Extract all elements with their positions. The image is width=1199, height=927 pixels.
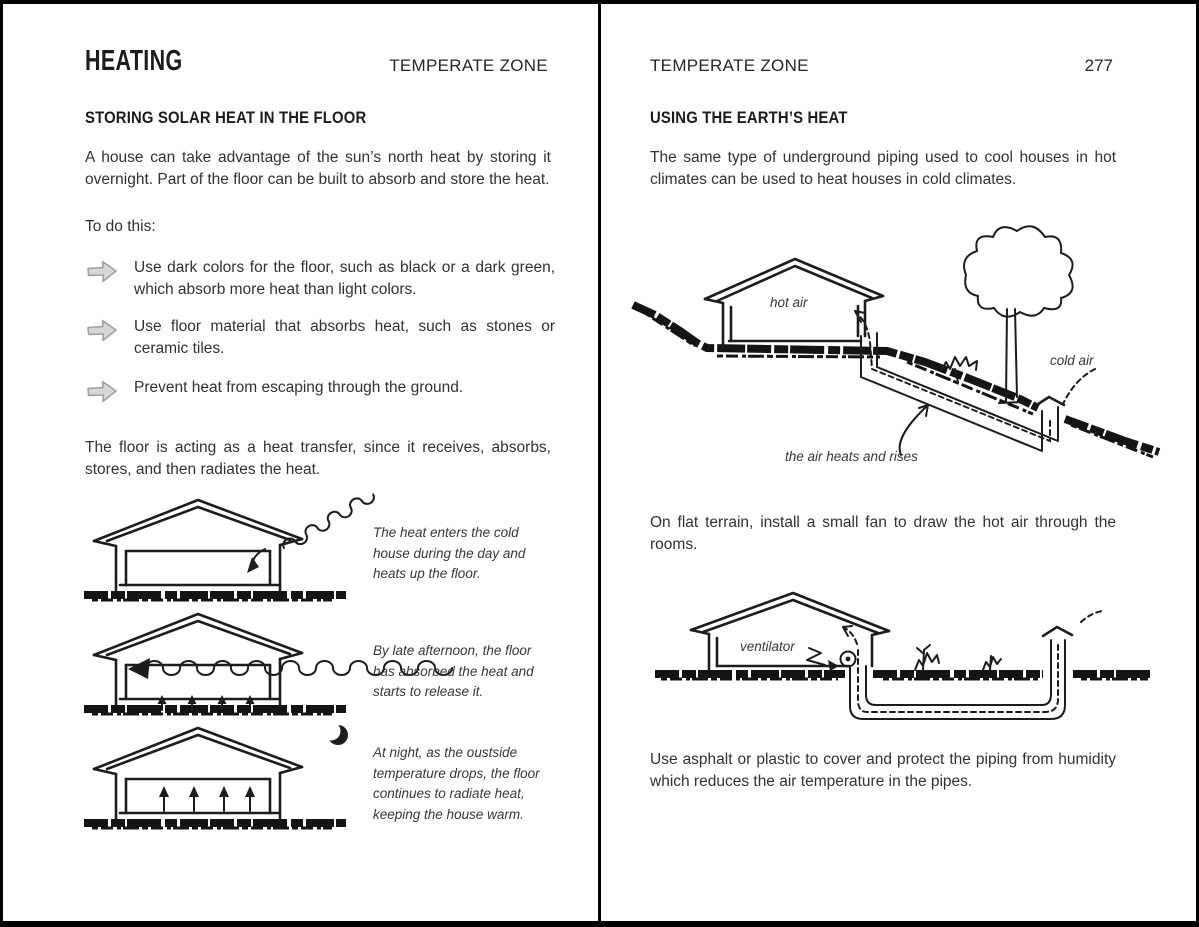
bush-icon <box>940 356 978 383</box>
floor-heat-arrows <box>157 695 255 711</box>
chapter-title: HEATING <box>85 45 183 77</box>
heat-release-wave <box>128 658 453 679</box>
tree-icon <box>963 225 1074 404</box>
underground-pipe <box>860 332 1066 452</box>
underground-pipe <box>849 625 1074 720</box>
earth-pipe-slope-sketch <box>631 225 1161 459</box>
right-block-arrow-icon <box>87 260 117 283</box>
middle-paragraph: On flat terrain, install a small fan to … <box>650 514 1116 553</box>
list-item-text: Use dark colors for the floor, such as b… <box>134 259 555 298</box>
running-head-zone-right: TEMPERATE ZONE <box>650 56 809 75</box>
figure-caption: By late afternoon, the floor has absorbe… <box>373 643 534 700</box>
sun-heat-wave <box>282 493 375 549</box>
right-page: TEMPERATE ZONE 277 USING THE EARTH’S HEA… <box>601 4 1196 921</box>
list-intro: To do this: <box>85 218 156 235</box>
fan-icon <box>839 650 857 668</box>
hot-air-label: hot air <box>770 295 808 310</box>
page-divider <box>598 4 601 921</box>
earth-pipe-flat-sketch <box>655 591 1153 720</box>
section-heading-left: STORING SOLAR HEAT IN THE FLOOR <box>85 109 367 127</box>
moon-icon <box>321 721 348 745</box>
house-night-sketch <box>84 721 348 830</box>
list-item: Use dark colors for the floor, such as b… <box>85 257 555 300</box>
running-head-zone-left: TEMPERATE ZONE <box>389 56 548 75</box>
right-block-arrow-icon <box>87 380 117 403</box>
air-flow-dashes <box>842 610 1103 713</box>
house-day-sketch <box>84 493 375 602</box>
radiating-heat-arrows <box>159 786 255 812</box>
list-item: Use floor material that absorbs heat, su… <box>85 316 555 359</box>
figure-house-night <box>80 719 375 836</box>
fan-pointer-arrow <box>806 647 839 671</box>
house-on-slope <box>703 257 885 349</box>
summary-paragraph: The floor is acting as a heat transfer, … <box>85 439 551 478</box>
list-item: Prevent heat from escaping through the g… <box>85 377 555 405</box>
intro-paragraph-left: A house can take advantage of the sun’s … <box>85 149 551 188</box>
house-afternoon-sketch <box>84 612 453 716</box>
figure-house-day <box>80 491 380 611</box>
plants-icon <box>914 644 1002 671</box>
cold-air-label: cold air <box>1050 353 1094 368</box>
list-item-text: Use floor material that absorbs heat, su… <box>134 318 555 357</box>
caption-leader-arrow <box>898 404 929 456</box>
left-page: HEATING TEMPERATE ZONE STORING SOLAR HEA… <box>3 4 598 921</box>
closing-paragraph: Use asphalt or plastic to cover and prot… <box>650 751 1116 790</box>
air-flow-dashes <box>854 310 1096 443</box>
figure-caption: The heat enters the cold house during th… <box>373 525 526 582</box>
figure-earth-pipe-slope: hot air cold air the air heats and rises <box>625 209 1170 489</box>
figure-house-afternoon <box>80 605 470 722</box>
figure-caption: At night, as the oustside temperature dr… <box>373 745 540 822</box>
pipe-note-label: the air heats and rises <box>785 449 918 464</box>
section-heading-right: USING THE EARTH’S HEAT <box>650 109 848 127</box>
ventilator-label: ventilator <box>740 639 795 654</box>
list-item-text: Prevent heat from escaping through the g… <box>134 379 464 396</box>
right-block-arrow-icon <box>87 319 117 342</box>
page-number: 277 <box>1084 56 1113 75</box>
figure-earth-pipe-flat: ventilator <box>653 582 1158 740</box>
house-flat <box>689 591 891 672</box>
intro-paragraph-right: The same type of underground piping used… <box>650 149 1116 188</box>
heat-entry-arrow <box>247 548 266 573</box>
